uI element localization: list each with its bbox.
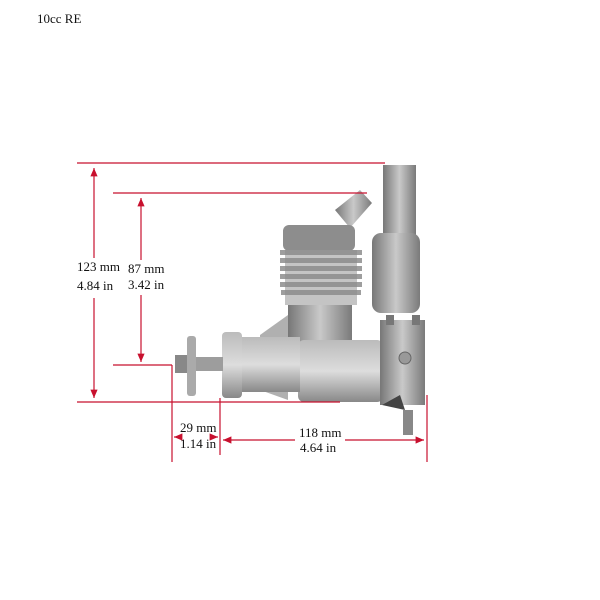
muffler <box>372 233 420 313</box>
body-length-in-label: 4.64 in <box>300 440 337 455</box>
height-mm-label: 123 mm <box>77 259 120 274</box>
shaft-top-in-label: 3.42 in <box>128 277 165 292</box>
cylinder-head <box>283 225 355 251</box>
prop-drive-hub <box>222 332 242 398</box>
dimension-lines <box>77 162 428 462</box>
body-length-mm-label: 118 mm <box>299 425 342 440</box>
cooling-fins <box>280 250 362 305</box>
crankcase <box>298 340 383 402</box>
intake-stack <box>335 190 372 228</box>
front-housing <box>240 337 300 392</box>
needle-spring <box>403 410 413 435</box>
prop-nut <box>175 355 187 373</box>
engine-illustration <box>175 165 425 435</box>
height-in-label: 4.84 in <box>77 278 114 293</box>
shaft-length-mm-label: 29 mm <box>180 420 216 435</box>
prop-washer <box>187 336 196 396</box>
drawing-title: 10cc RE <box>37 11 82 26</box>
shaft-length-in-label: 1.14 in <box>180 436 217 451</box>
exhaust-pipe <box>383 165 416 237</box>
shaft-top-mm-label: 87 mm <box>128 261 164 276</box>
